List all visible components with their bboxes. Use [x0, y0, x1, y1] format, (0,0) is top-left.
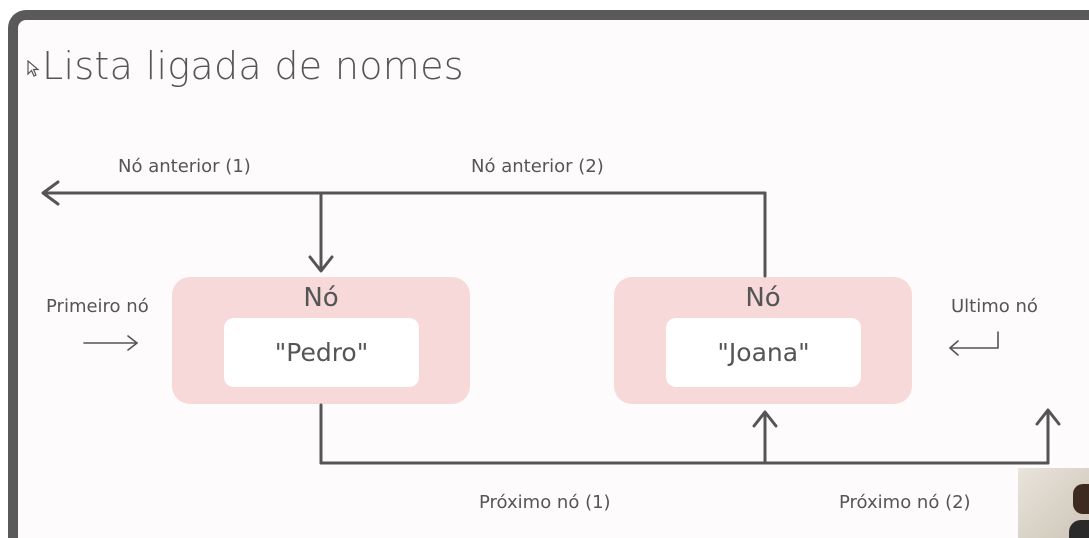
node-value-joana: "Joana" — [666, 318, 861, 387]
cursor-icon — [27, 60, 40, 77]
label-prev-1: Nó anterior (1) — [118, 156, 251, 177]
label-last-node: Ultimo nó — [951, 296, 1038, 317]
next-arrow-up-joana — [752, 410, 778, 428]
label-next-2: Próximo nó (2) — [839, 492, 971, 513]
slide-title: Lista ligada de nomes — [42, 44, 464, 88]
prev-arrow-down-pedro — [308, 255, 334, 273]
node-title: Nó — [303, 283, 339, 313]
label-first-node: Primeiro nó — [46, 296, 149, 317]
first-arrow-head — [127, 335, 138, 351]
prev-arrow-left — [41, 180, 60, 206]
node-pedro: Nó "Pedro" — [172, 277, 470, 404]
node-title: Nó — [745, 283, 781, 313]
label-prev-2: Nó anterior (2) — [471, 156, 604, 177]
webcam-person — [1073, 484, 1089, 514]
webcam-shoulder — [1069, 520, 1089, 538]
last-arrow-line — [949, 331, 999, 349]
webcam-thumbnail — [1018, 468, 1089, 538]
last-arrow-head — [949, 340, 959, 356]
label-next-1: Próximo nó (1) — [479, 492, 611, 513]
next-arrow-up-end — [1035, 408, 1061, 426]
node-joana: Nó "Joana" — [614, 277, 912, 404]
node-value-pedro: "Pedro" — [224, 318, 419, 387]
slide-frame — [8, 10, 1089, 538]
